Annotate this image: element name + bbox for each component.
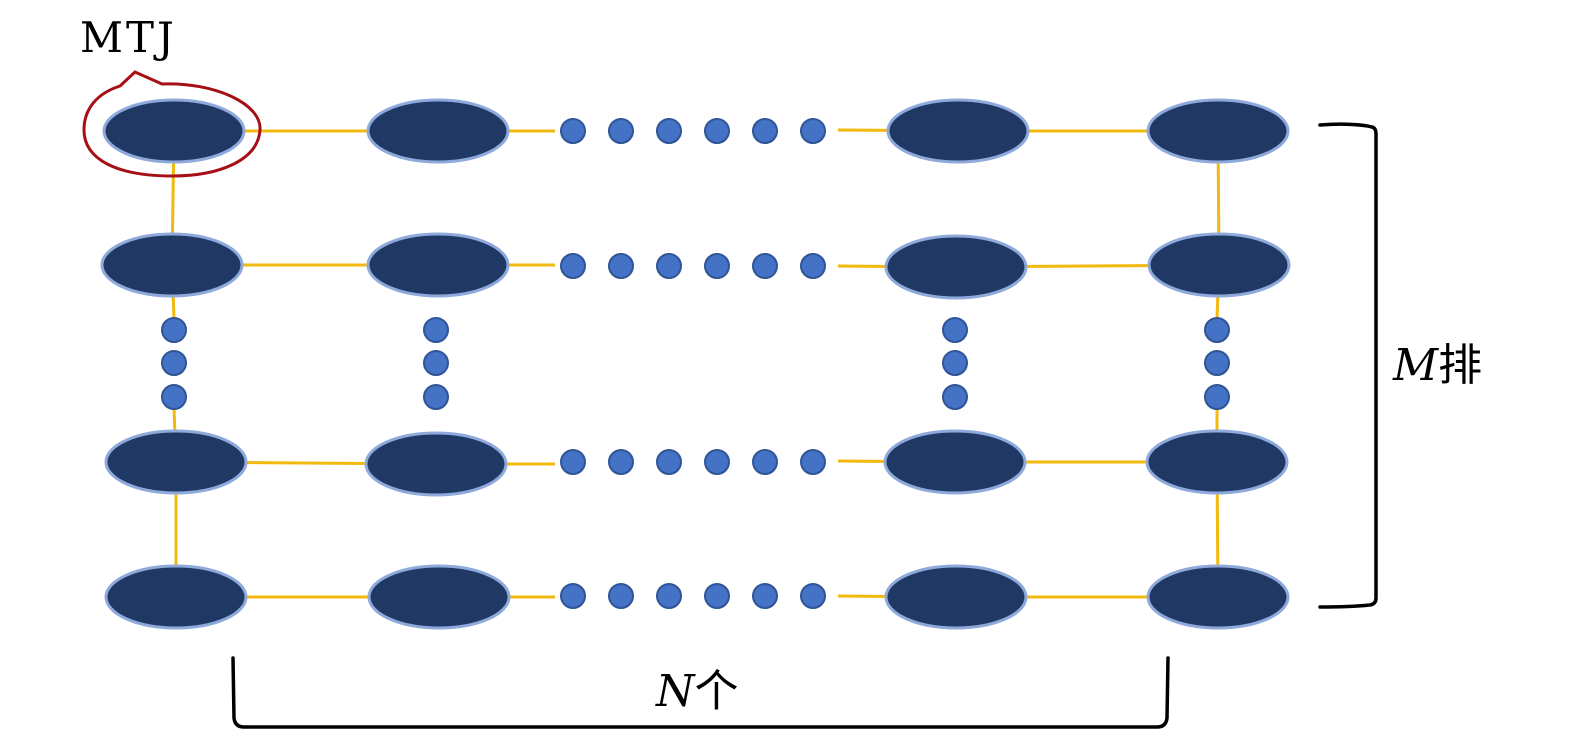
- ellipsis-dot: [608, 449, 634, 475]
- mtj-node: [884, 234, 1028, 300]
- mtj-node: [366, 98, 510, 164]
- ellipsis-dot: [608, 118, 634, 144]
- ellipsis-dot: [942, 350, 968, 376]
- ellipsis-dot: [704, 449, 730, 475]
- ellipsis-dot: [608, 583, 634, 609]
- ellipsis-dot: [656, 583, 682, 609]
- ellipsis-dot: [704, 583, 730, 609]
- ellipsis-dot: [752, 583, 778, 609]
- ellipsis-dot: [560, 449, 586, 475]
- mtj-node: [367, 564, 511, 630]
- ellipsis-dot: [161, 317, 187, 343]
- ellipsis-dot: [560, 253, 586, 279]
- ellipsis-dot: [560, 583, 586, 609]
- columns-unit: 个: [695, 666, 739, 717]
- mtj-highlight-callout: [82, 70, 262, 178]
- mtj-node: [104, 429, 248, 495]
- mtj-node: [102, 98, 246, 164]
- rows-variable: M: [1392, 340, 1439, 391]
- mtj-label: MTJ: [80, 13, 177, 62]
- ellipsis-dot: [800, 253, 826, 279]
- ellipsis-dot: [423, 350, 449, 376]
- ellipsis-dot: [608, 253, 634, 279]
- ellipsis-dot: [752, 449, 778, 475]
- ellipsis-dot: [161, 350, 187, 376]
- wire-layer: [170, 128, 1221, 599]
- ellipsis-dot-layer: [161, 118, 1230, 609]
- ellipsis-dot: [161, 384, 187, 410]
- ellipsis-dot: [423, 384, 449, 410]
- mtj-node-layer: [100, 98, 1291, 630]
- ellipsis-dot: [942, 384, 968, 410]
- columns-count-label: N个: [655, 666, 739, 717]
- ellipsis-dot: [1204, 317, 1230, 343]
- mtj-node: [1145, 429, 1289, 495]
- ellipsis-dot: [1204, 384, 1230, 410]
- ellipsis-dot: [423, 317, 449, 343]
- ellipsis-dot: [656, 253, 682, 279]
- ellipsis-dot: [1204, 350, 1230, 376]
- ellipsis-dot: [942, 317, 968, 343]
- ellipsis-dot: [800, 118, 826, 144]
- ellipsis-dot: [704, 253, 730, 279]
- ellipsis-dot: [560, 118, 586, 144]
- mtj-node: [1146, 564, 1290, 630]
- rows-count-label: M排: [1392, 340, 1482, 391]
- ellipsis-dot: [656, 118, 682, 144]
- mtj-node: [366, 232, 510, 298]
- mtj-node: [886, 98, 1030, 164]
- mtj-node: [1146, 98, 1290, 164]
- columns-bracket: [231, 656, 1170, 729]
- ellipsis-dot: [656, 449, 682, 475]
- mtj-node: [104, 564, 248, 630]
- columns-variable: N: [655, 666, 696, 717]
- ellipsis-dot: [752, 253, 778, 279]
- rows-unit: 排: [1438, 340, 1482, 391]
- ellipsis-dot: [752, 118, 778, 144]
- ellipsis-dot: [800, 449, 826, 475]
- mtj-node: [364, 431, 508, 497]
- rows-bracket: [1318, 122, 1378, 609]
- mtj-node: [884, 564, 1028, 630]
- mtj-node: [1147, 232, 1291, 298]
- mtj-node: [100, 232, 244, 298]
- mtj-node: [883, 429, 1027, 495]
- ellipsis-dot: [704, 118, 730, 144]
- ellipsis-dot: [800, 583, 826, 609]
